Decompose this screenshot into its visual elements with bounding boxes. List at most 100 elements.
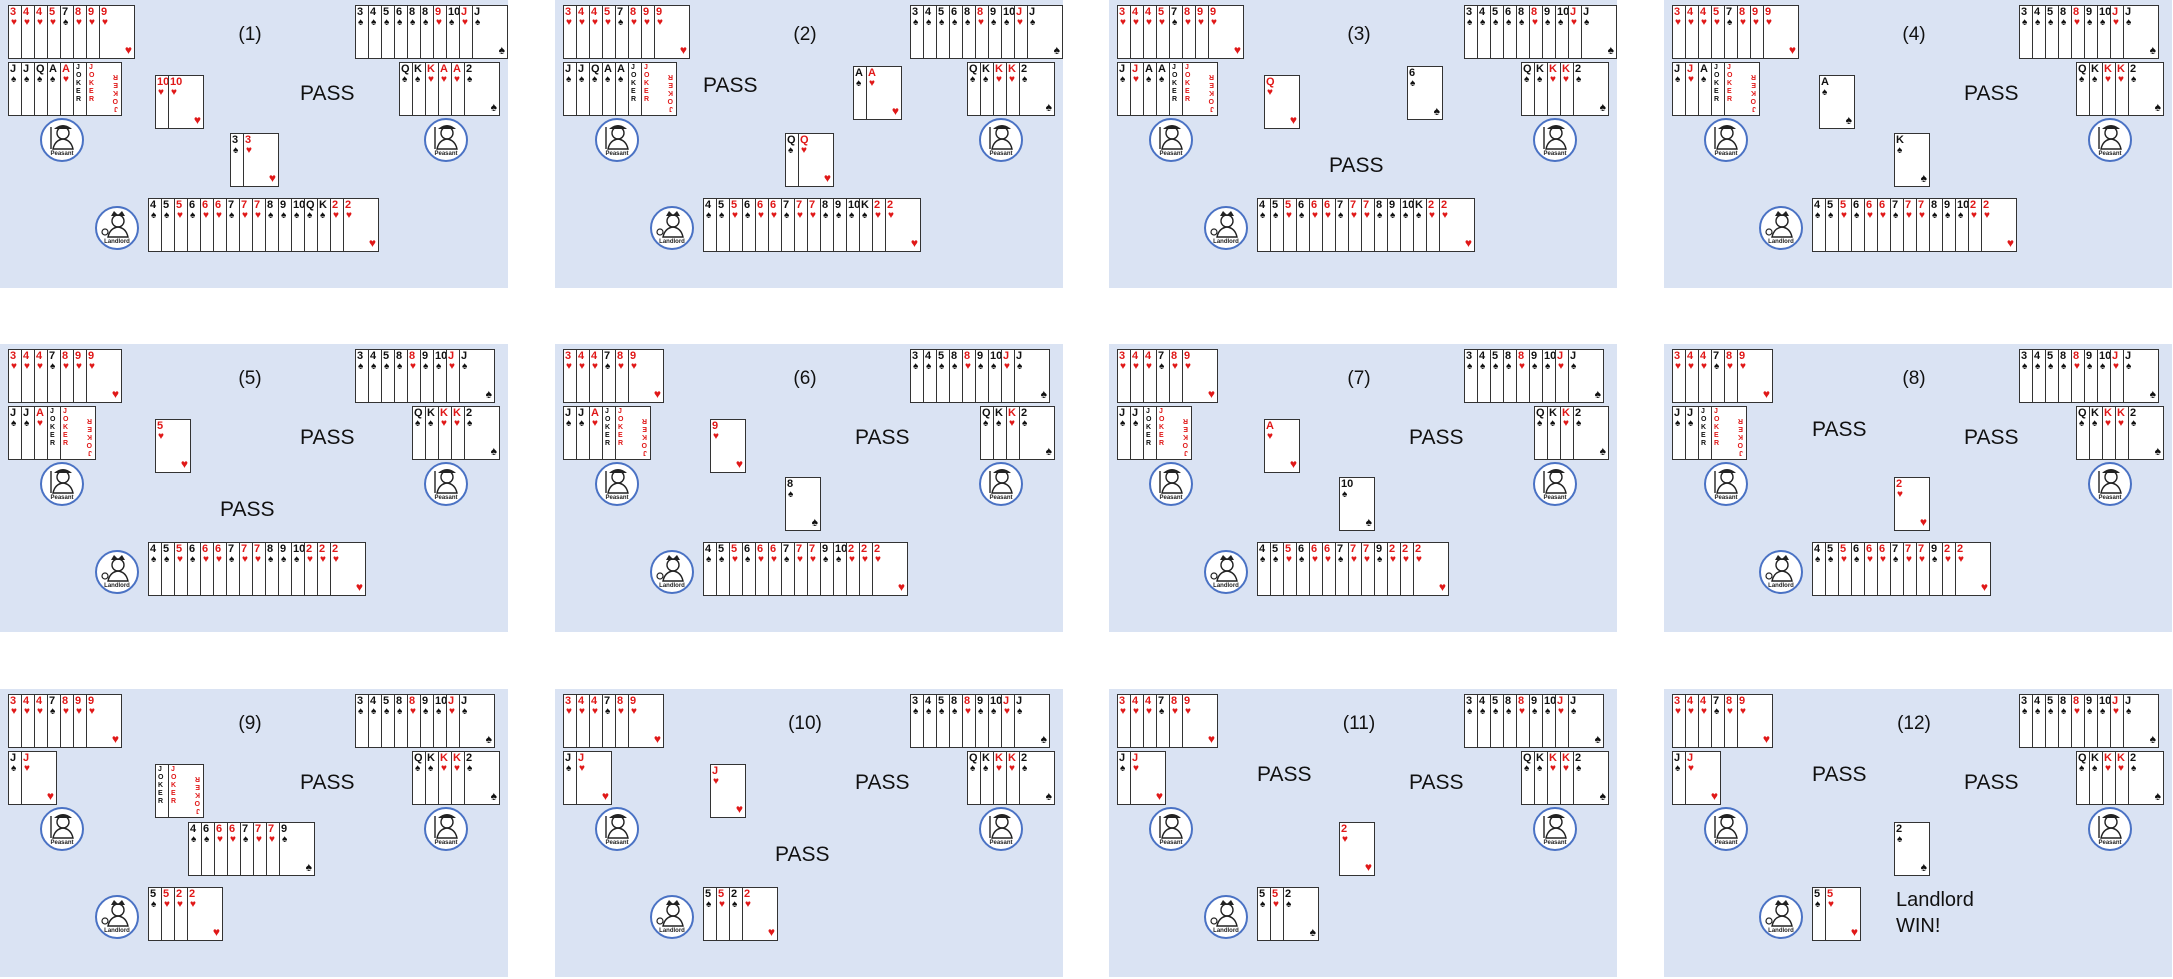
playing-card[interactable]: J♠♠	[459, 349, 495, 403]
card-rank: 8	[1518, 6, 1525, 18]
playing-card[interactable]: 2♥♥	[1981, 198, 2017, 252]
playing-card[interactable]: 5♥♥	[155, 419, 191, 473]
card-rank: 6	[215, 199, 222, 211]
playing-card[interactable]: K♠♠	[1894, 133, 1930, 187]
playing-card[interactable]: 9♥♥	[1182, 349, 1218, 403]
playing-card[interactable]: 9♥♥	[628, 349, 664, 403]
playing-card[interactable]: J♠♠	[2123, 5, 2159, 59]
heart-icon: ♥	[869, 78, 875, 89]
playing-card[interactable]: J♥♥	[576, 751, 612, 805]
playing-card[interactable]: J♠♠	[472, 5, 508, 59]
playing-card[interactable]: J♠♠	[2123, 694, 2159, 748]
playing-card[interactable]: 2♥♥	[1413, 542, 1449, 596]
peasant-role-label: Peasant	[605, 840, 629, 846]
heart-icon: ♥	[307, 554, 313, 565]
playing-card[interactable]: 9♥♥	[1763, 5, 1799, 59]
playing-card[interactable]: J♠♠	[1014, 694, 1050, 748]
playing-card[interactable]: 2♥♥	[1894, 477, 1930, 531]
playing-card[interactable]: 2♠♠	[464, 406, 500, 460]
playing-card[interactable]: J♥♥	[710, 764, 746, 818]
playing-card[interactable]: J♠♠	[1014, 349, 1050, 403]
playing-card[interactable]: 10♠♠	[1339, 477, 1375, 531]
playing-card[interactable]: 2♥♥	[1955, 542, 1991, 596]
playing-card[interactable]: J♠♠	[1027, 5, 1063, 59]
playing-card[interactable]: 2♠♠	[1573, 406, 1609, 460]
peasant-avatar-icon	[1704, 807, 1748, 851]
playing-card[interactable]: 2♠♠	[2128, 406, 2164, 460]
playing-card[interactable]: 9♥♥	[86, 694, 122, 748]
playing-card[interactable]: J♠♠	[459, 694, 495, 748]
playing-card[interactable]: 9♥♥	[1208, 5, 1244, 59]
playing-card[interactable]: 8♠♠	[785, 477, 821, 531]
playing-card[interactable]: Q♥♥	[1264, 75, 1300, 129]
playing-card[interactable]: 2♠♠	[2128, 62, 2164, 116]
playing-card[interactable]: Q♥♥	[798, 133, 834, 187]
playing-card[interactable]: 9♥♥	[710, 419, 746, 473]
heart-icon: ♥	[76, 17, 82, 28]
playing-card[interactable]: 9♥♥	[654, 5, 690, 59]
playing-card[interactable]: 10♥♥	[168, 75, 204, 129]
playing-card[interactable]: 2♠♠	[1283, 887, 1319, 941]
card-rank: J	[712, 765, 719, 777]
heart-icon: ♥	[1312, 554, 1318, 565]
playing-card[interactable]: 9♥♥	[1182, 694, 1218, 748]
playing-card[interactable]: 2♠♠	[1019, 751, 1055, 805]
playing-card[interactable]: J♠♠	[1568, 694, 1604, 748]
playing-card[interactable]: 9♥♥	[86, 349, 122, 403]
playing-card[interactable]: 2♥♥	[187, 887, 223, 941]
playing-card[interactable]: A♥♥	[1264, 419, 1300, 473]
playing-card[interactable]: 2♥♥	[885, 198, 921, 252]
playing-card[interactable]: 2♠♠	[464, 62, 500, 116]
playing-card[interactable]: 2♥♥	[742, 887, 778, 941]
right-peasant-hand-row-2: Q♠♠K♠♠K♥♥K♥♥2♠♠	[967, 751, 1055, 805]
playing-card[interactable]: 2♠♠	[464, 751, 500, 805]
playing-card[interactable]: 9♥♥	[99, 5, 135, 59]
playing-card[interactable]: J♠♠	[1581, 5, 1617, 59]
spade-icon: ♠	[24, 74, 30, 85]
playing-card[interactable]: A♠♠	[1819, 75, 1855, 129]
playing-card[interactable]: 2♠♠	[1573, 62, 1609, 116]
playing-card[interactable]: 2♠♠	[1573, 751, 1609, 805]
playing-card[interactable]: 2♥♥	[1439, 198, 1475, 252]
spade-icon: ♠	[281, 554, 287, 565]
card-rank: 2	[1021, 407, 1028, 419]
playing-card[interactable]: 9♥♥	[1737, 349, 1773, 403]
playing-card[interactable]: 2♠♠	[2128, 751, 2164, 805]
playing-card[interactable]: A♥♥	[866, 66, 902, 120]
playing-card[interactable]: J♥♥	[1685, 751, 1721, 805]
card-rank: K	[1549, 63, 1557, 75]
playing-card[interactable]: 6♠♠	[1407, 66, 1443, 120]
landlord-hand: 5♠♠5♥♥2♠♠2♥♥	[703, 887, 778, 941]
card-rank: 3	[565, 350, 572, 362]
playing-card[interactable]: J♥♥	[21, 751, 57, 805]
playing-card[interactable]: 2♥♥	[1339, 822, 1375, 876]
playing-card[interactable]: 2♠♠	[1019, 62, 1055, 116]
playing-card[interactable]: J♥♥	[1130, 751, 1166, 805]
playing-card[interactable]: J♠♠	[1568, 349, 1604, 403]
playing-card[interactable]: 2♠♠	[1019, 406, 1055, 460]
playing-card[interactable]: 9♠♠	[279, 822, 315, 876]
playing-card[interactable]: 2♥♥	[330, 542, 366, 596]
card-rank: Q	[591, 63, 600, 75]
playing-card[interactable]: J♠♠	[2123, 349, 2159, 403]
playing-card[interactable]: 2♥♥	[343, 198, 379, 252]
spade-icon: ♠	[566, 763, 572, 774]
playing-card[interactable]: 2♠♠	[1894, 822, 1930, 876]
card-rank: 5	[163, 199, 170, 211]
playing-card[interactable]: 9♥♥	[1737, 694, 1773, 748]
playing-card[interactable]: 5♥♥	[1825, 887, 1861, 941]
heart-icon: ♥	[1233, 43, 1241, 57]
playing-card[interactable]: 3♥♥	[243, 133, 279, 187]
card-rank: 6	[229, 823, 236, 835]
playing-card[interactable]: 9♥♥	[628, 694, 664, 748]
playing-card[interactable]: 2♥♥	[872, 542, 908, 596]
